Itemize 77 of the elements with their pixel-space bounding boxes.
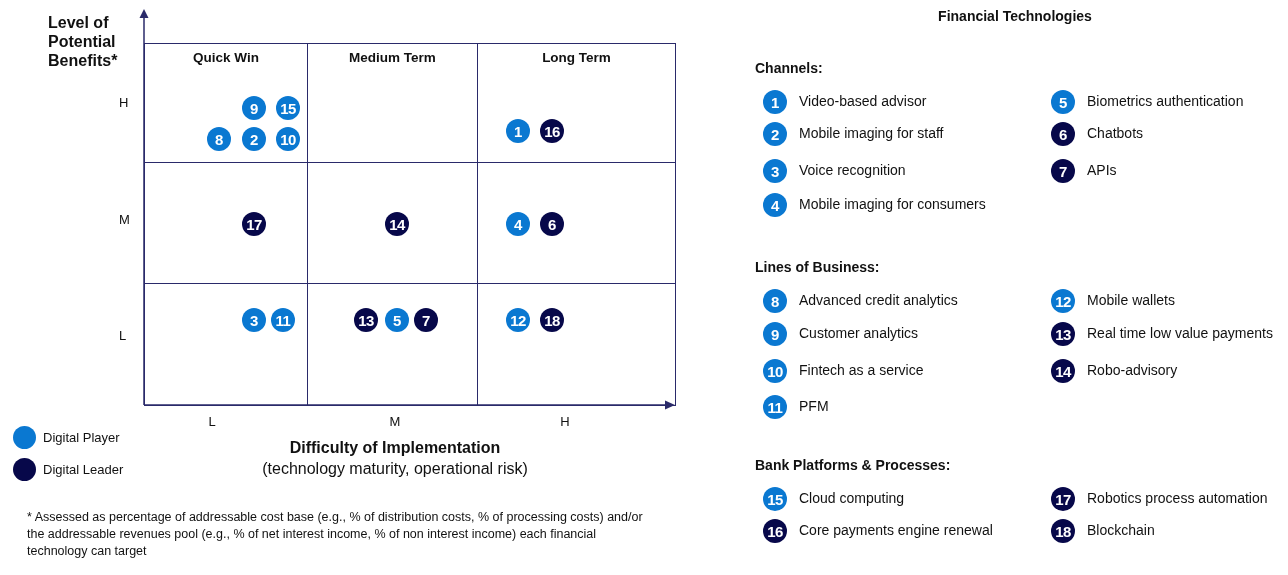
number-badge: 1	[763, 90, 787, 114]
item-label: Advanced credit analytics	[799, 292, 958, 309]
number-badge: 13	[1051, 322, 1075, 346]
number-badge: 15	[276, 96, 300, 120]
number-badge: 11	[271, 308, 295, 332]
item-label: Cloud computing	[799, 490, 905, 507]
item-label: Real time low value payments	[1087, 325, 1273, 342]
tick-label: M	[388, 414, 402, 430]
number-badge: 1	[506, 119, 530, 143]
legend-label: Digital Player	[43, 430, 120, 446]
tick-label: H	[559, 414, 571, 430]
grid-cell	[477, 283, 676, 406]
tick-label: L	[207, 414, 217, 430]
item-label: APIs	[1087, 162, 1117, 179]
number-badge: 10	[276, 127, 300, 151]
axis-subtitle: (technology maturity, operational risk)	[261, 459, 529, 479]
number-badge: 5	[1051, 90, 1075, 114]
item-label: Core payments engine renewal	[799, 522, 993, 539]
section-heading: Bank Platforms & Processes:	[755, 457, 951, 474]
item-label: Mobile imaging for staff	[799, 125, 944, 142]
number-badge: 10	[763, 359, 787, 383]
number-badge: 8	[763, 289, 787, 313]
item-label: Mobile imaging for consumers	[799, 196, 986, 213]
number-badge: 18	[540, 308, 564, 332]
axis-title: Difficulty of Implementation	[288, 438, 502, 458]
number-badge: 16	[763, 519, 787, 543]
item-label: Robotics process automation	[1087, 490, 1268, 507]
item-label: Customer analytics	[799, 325, 919, 342]
footnote: * Assessed as percentage of addressable cost base (e.g., % of distribution costs, % of processing costs) and/or the addressable revenues pool (e.g., % of net interest income, % of non interest income) each financial technology can target	[27, 509, 644, 560]
number-badge: 12	[506, 308, 530, 332]
item-label: Chatbots	[1087, 125, 1144, 142]
item-label: Video-based advisor	[799, 93, 927, 110]
number-badge: 9	[763, 322, 787, 346]
number-badge: 16	[540, 119, 564, 143]
tick-label: H	[119, 95, 129, 111]
number-badge: 7	[414, 308, 438, 332]
number-badge: 11	[763, 395, 787, 419]
number-badge: 6	[540, 212, 564, 236]
number-badge: 8	[207, 127, 231, 151]
number-badge: 4	[506, 212, 530, 236]
number-badge: 14	[385, 212, 409, 236]
tick-label: L	[119, 328, 127, 344]
number-badge: 14	[1051, 359, 1075, 383]
number-badge: 7	[1051, 159, 1075, 183]
number-badge: 9	[242, 96, 266, 120]
number-badge: 18	[1051, 519, 1075, 543]
axis-title: Level of Potential Benefits*	[48, 13, 119, 71]
item-label: Mobile wallets	[1087, 292, 1175, 309]
section-heading: Channels:	[755, 60, 823, 77]
number-badge: 4	[763, 193, 787, 217]
item-label: Biometrics authentication	[1087, 93, 1244, 110]
number-badge: 12	[1051, 289, 1075, 313]
number-badge: 3	[763, 159, 787, 183]
item-label: PFM	[799, 398, 829, 415]
item-label: Blockchain	[1087, 522, 1155, 539]
number-badge: 2	[763, 122, 787, 146]
number-badge: 17	[1051, 487, 1075, 511]
grid-cell	[144, 283, 308, 406]
number-badge: 5	[385, 308, 409, 332]
title: Financial Technologies	[937, 8, 1093, 25]
item-label: Fintech as a service	[799, 362, 924, 379]
number-badge: 17	[242, 212, 266, 236]
grid-cell	[477, 43, 676, 163]
grid-cell	[144, 43, 308, 163]
quadrant-heading: Quick Win	[192, 50, 260, 65]
item-label: Robo-advisory	[1087, 362, 1178, 379]
item-label: Voice recognition	[799, 162, 906, 179]
number-badge: 3	[242, 308, 266, 332]
quadrant-heading: Long Term	[541, 50, 612, 65]
number-badge: 15	[763, 487, 787, 511]
section-heading: Lines of Business:	[755, 259, 880, 276]
legend-label: Digital Leader	[43, 462, 124, 478]
number-badge: 6	[1051, 122, 1075, 146]
number-badge: 13	[354, 308, 378, 332]
number-badge: 2	[242, 127, 266, 151]
tick-label: M	[119, 212, 130, 228]
quadrant-heading: Medium Term	[348, 50, 437, 65]
